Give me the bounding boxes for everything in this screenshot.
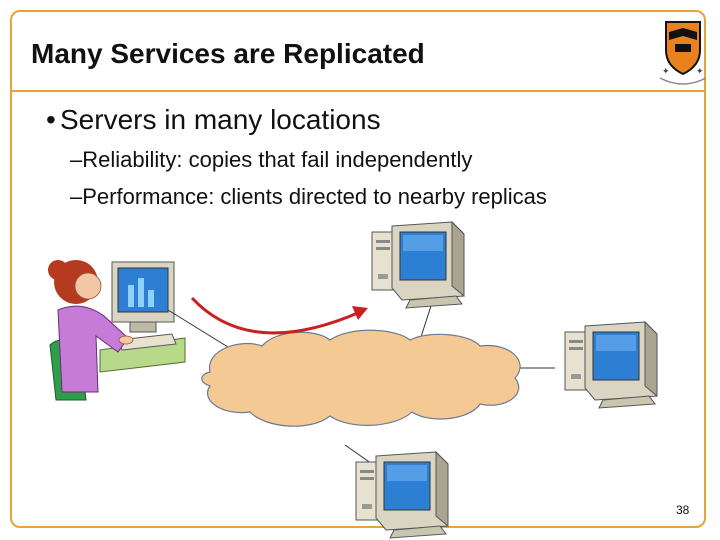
server-computer-icon xyxy=(564,321,658,409)
princeton-shield-icon: ✦ ✦ xyxy=(659,21,707,85)
bullet-text: Servers in many locations xyxy=(60,104,381,135)
network-cloud-icon xyxy=(201,329,521,427)
subpoint-performance: –Performance: clients directed to nearby… xyxy=(70,184,547,209)
server-computer-icon xyxy=(371,221,465,309)
bullet-item: •Servers in many locations xyxy=(46,104,381,136)
server-computer-icon xyxy=(355,451,449,539)
slide-frame xyxy=(10,10,706,528)
bullet-dot: • xyxy=(46,104,56,135)
svg-text:✦: ✦ xyxy=(662,66,670,76)
title-divider xyxy=(12,90,704,92)
subpoint-reliability: –Reliability: copies that fail independe… xyxy=(70,147,473,172)
woman-at-computer-icon xyxy=(48,260,186,401)
page-number: 38 xyxy=(676,503,690,517)
redirect-arrow-icon xyxy=(190,296,368,335)
slide-title: Many Services are Replicated xyxy=(31,38,425,69)
svg-text:✦: ✦ xyxy=(696,66,704,76)
